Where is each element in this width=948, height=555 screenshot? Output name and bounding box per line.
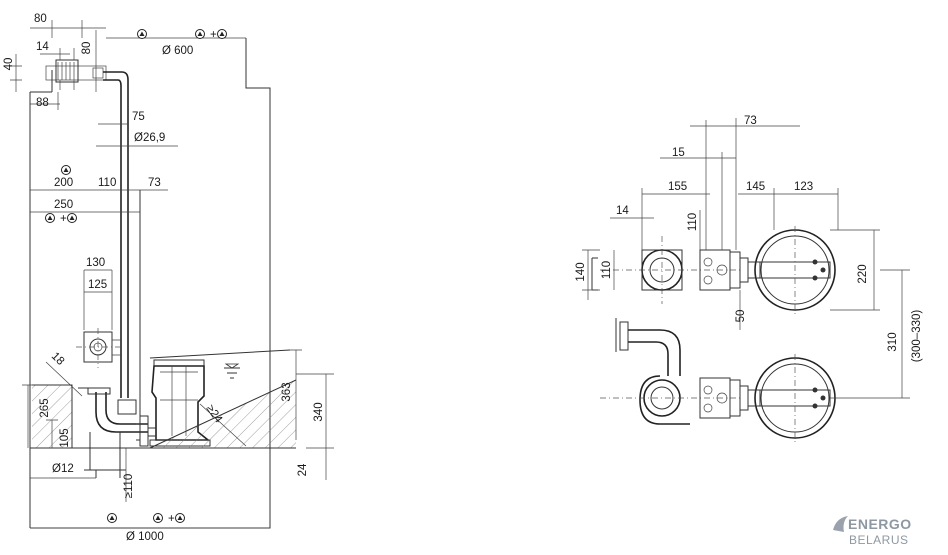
pump-type-symbol-icon — [61, 165, 71, 175]
dim-73-right: 73 — [744, 115, 757, 127]
dim-363: 363 — [281, 382, 293, 401]
dim-130: 130 — [86, 257, 105, 269]
dim-14-right: 14 — [616, 205, 629, 217]
dim-110: 110 — [98, 177, 116, 189]
dim-18: 18 — [49, 350, 67, 368]
dim-250: 250 — [54, 199, 73, 211]
dim-145: 145 — [746, 181, 765, 193]
pump-type-symbol-icon — [45, 213, 55, 223]
dim-73: 73 — [148, 177, 161, 189]
pump-type-symbol-icon — [153, 513, 163, 523]
pump-type-symbol-icon — [137, 29, 147, 39]
dim-diameter-1000: Ø 1000 — [126, 531, 164, 543]
dim-88: 88 — [36, 97, 49, 109]
plus-sign: + — [210, 29, 217, 41]
dim-80-vert: 80 — [81, 42, 93, 55]
dim-diameter-12: Ø12 — [52, 463, 74, 475]
dim-50: 50 — [735, 310, 747, 323]
pump-type-symbol-icon — [217, 29, 227, 39]
dim-310: 310 — [887, 332, 899, 351]
dim-15: 15 — [672, 147, 685, 159]
pump-type-symbol-icon — [107, 513, 117, 523]
dim-14: 14 — [36, 41, 49, 53]
plus-sign: + — [168, 513, 175, 525]
dim-min-110: ≥110 — [123, 474, 135, 499]
logo-mark-icon — [833, 516, 848, 532]
pump-type-symbol-icon — [175, 513, 185, 523]
dim-110-horizontal: 110 — [601, 261, 613, 279]
dim-220: 220 — [857, 264, 869, 283]
dim-diameter-26-9: Ø26,9 — [134, 132, 165, 144]
energo-belarus-logo: ENERGO BELARUS — [833, 516, 912, 547]
left-side-view: 80 40 14 80 + Ø 600 88 75 Ø26,9 200 110 … — [3, 13, 334, 543]
dim-300-330: (300–330) — [911, 310, 923, 363]
dim-24: 24 — [297, 463, 309, 476]
dim-200: 200 — [54, 177, 73, 189]
pump-type-symbol-icon — [67, 213, 77, 223]
dim-123: 123 — [794, 181, 813, 193]
dim-155: 155 — [668, 181, 687, 193]
dim-140: 140 — [575, 262, 587, 281]
dim-75: 75 — [132, 111, 145, 123]
dim-125: 125 — [88, 279, 107, 291]
dim-diameter-600: Ø 600 — [162, 45, 193, 57]
top-view: 73 15 155 145 123 14 110 140 110 50 220 … — [575, 115, 923, 444]
dim-105: 105 — [59, 428, 71, 447]
dim-40: 40 — [3, 58, 15, 71]
logo-line2: BELARUS — [849, 533, 909, 547]
dim-110-vertical: 110 — [687, 213, 699, 231]
dim-340: 340 — [313, 402, 325, 421]
dim-80-top: 80 — [34, 13, 47, 25]
pump-type-symbol-icon — [195, 29, 205, 39]
dim-265: 265 — [39, 398, 51, 417]
plus-sign: + — [60, 213, 67, 225]
logo-line1: ENERGO — [848, 516, 912, 532]
